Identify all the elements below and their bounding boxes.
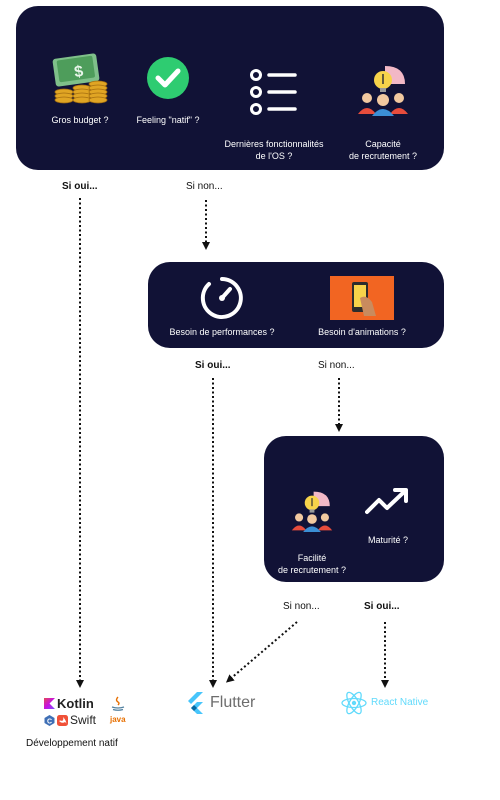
maturity-label: Maturité ? [367, 535, 409, 545]
branch-1-no-label: Si non... [186, 181, 223, 192]
kotlin-icon [44, 698, 55, 709]
react-icon [341, 691, 367, 715]
performance-item: Besoin de performances ? [160, 276, 284, 338]
gauge-icon [200, 277, 243, 319]
native-logos: Kotlin C Swift java [44, 696, 130, 730]
java-label: java [110, 715, 126, 724]
swift-icon [57, 715, 68, 726]
branch-2-no-label: Si non... [318, 360, 355, 371]
check-icon [147, 57, 189, 99]
native-feel-item: Feeling "natif" ? [128, 56, 208, 126]
maturity-item: Maturité ? [356, 486, 420, 546]
flutter-logo: Flutter [186, 692, 270, 714]
svg-text:C: C [47, 718, 52, 725]
decision-bubble-3 [264, 436, 444, 582]
flutter-icon [188, 692, 203, 714]
os-features-item: Dernières fonctionnalités de l'OS ? [214, 56, 334, 162]
c-language-icon: C [44, 715, 55, 726]
money-icon: $ [52, 53, 108, 104]
phone-animation-icon [330, 276, 394, 320]
branch-3-yes-label: Si oui... [364, 601, 400, 612]
hiring-ease-item: Facilité de recrutement ? [270, 478, 354, 576]
hiring-ease-label: Facilité de recrutement ? [277, 553, 347, 575]
branch-2-yes-label: Si oui... [195, 360, 231, 371]
performance-label: Besoin de performances ? [169, 327, 275, 337]
swift-label: Swift [70, 713, 97, 727]
recruitment-item: Capacité de recrutement ? [338, 52, 428, 162]
java-icon [111, 696, 125, 711]
recruitment-label: Capacité de recrutement ? [348, 139, 418, 161]
os-features-label: Dernières fonctionnalités de l'OS ? [224, 139, 324, 161]
team-idea-icon [291, 491, 333, 532]
native-caption: Développement natif [26, 738, 118, 749]
svg-text:$: $ [73, 63, 84, 81]
decision-bubble-2 [148, 262, 444, 348]
branch-1-yes-label: Si oui... [62, 181, 98, 192]
arrow-b3-no-to-flutter [225, 621, 298, 683]
animations-item: Besoin d'animations ? [304, 276, 420, 338]
react-native-logo: React Native [341, 690, 437, 716]
flutter-label: Flutter [210, 694, 256, 711]
native-feel-label: Feeling "natif" ? [136, 115, 200, 125]
budget-item: $ Gros budget ? [40, 50, 120, 126]
branch-3-no-label: Si non... [283, 601, 320, 612]
list-icon [250, 69, 297, 115]
kotlin-label: Kotlin [57, 696, 94, 711]
trend-up-icon [365, 488, 408, 514]
budget-label: Gros budget ? [51, 115, 109, 125]
animations-label: Besoin d'animations ? [318, 327, 406, 337]
team-idea-icon [358, 66, 408, 116]
react-native-label: React Native [371, 697, 429, 708]
